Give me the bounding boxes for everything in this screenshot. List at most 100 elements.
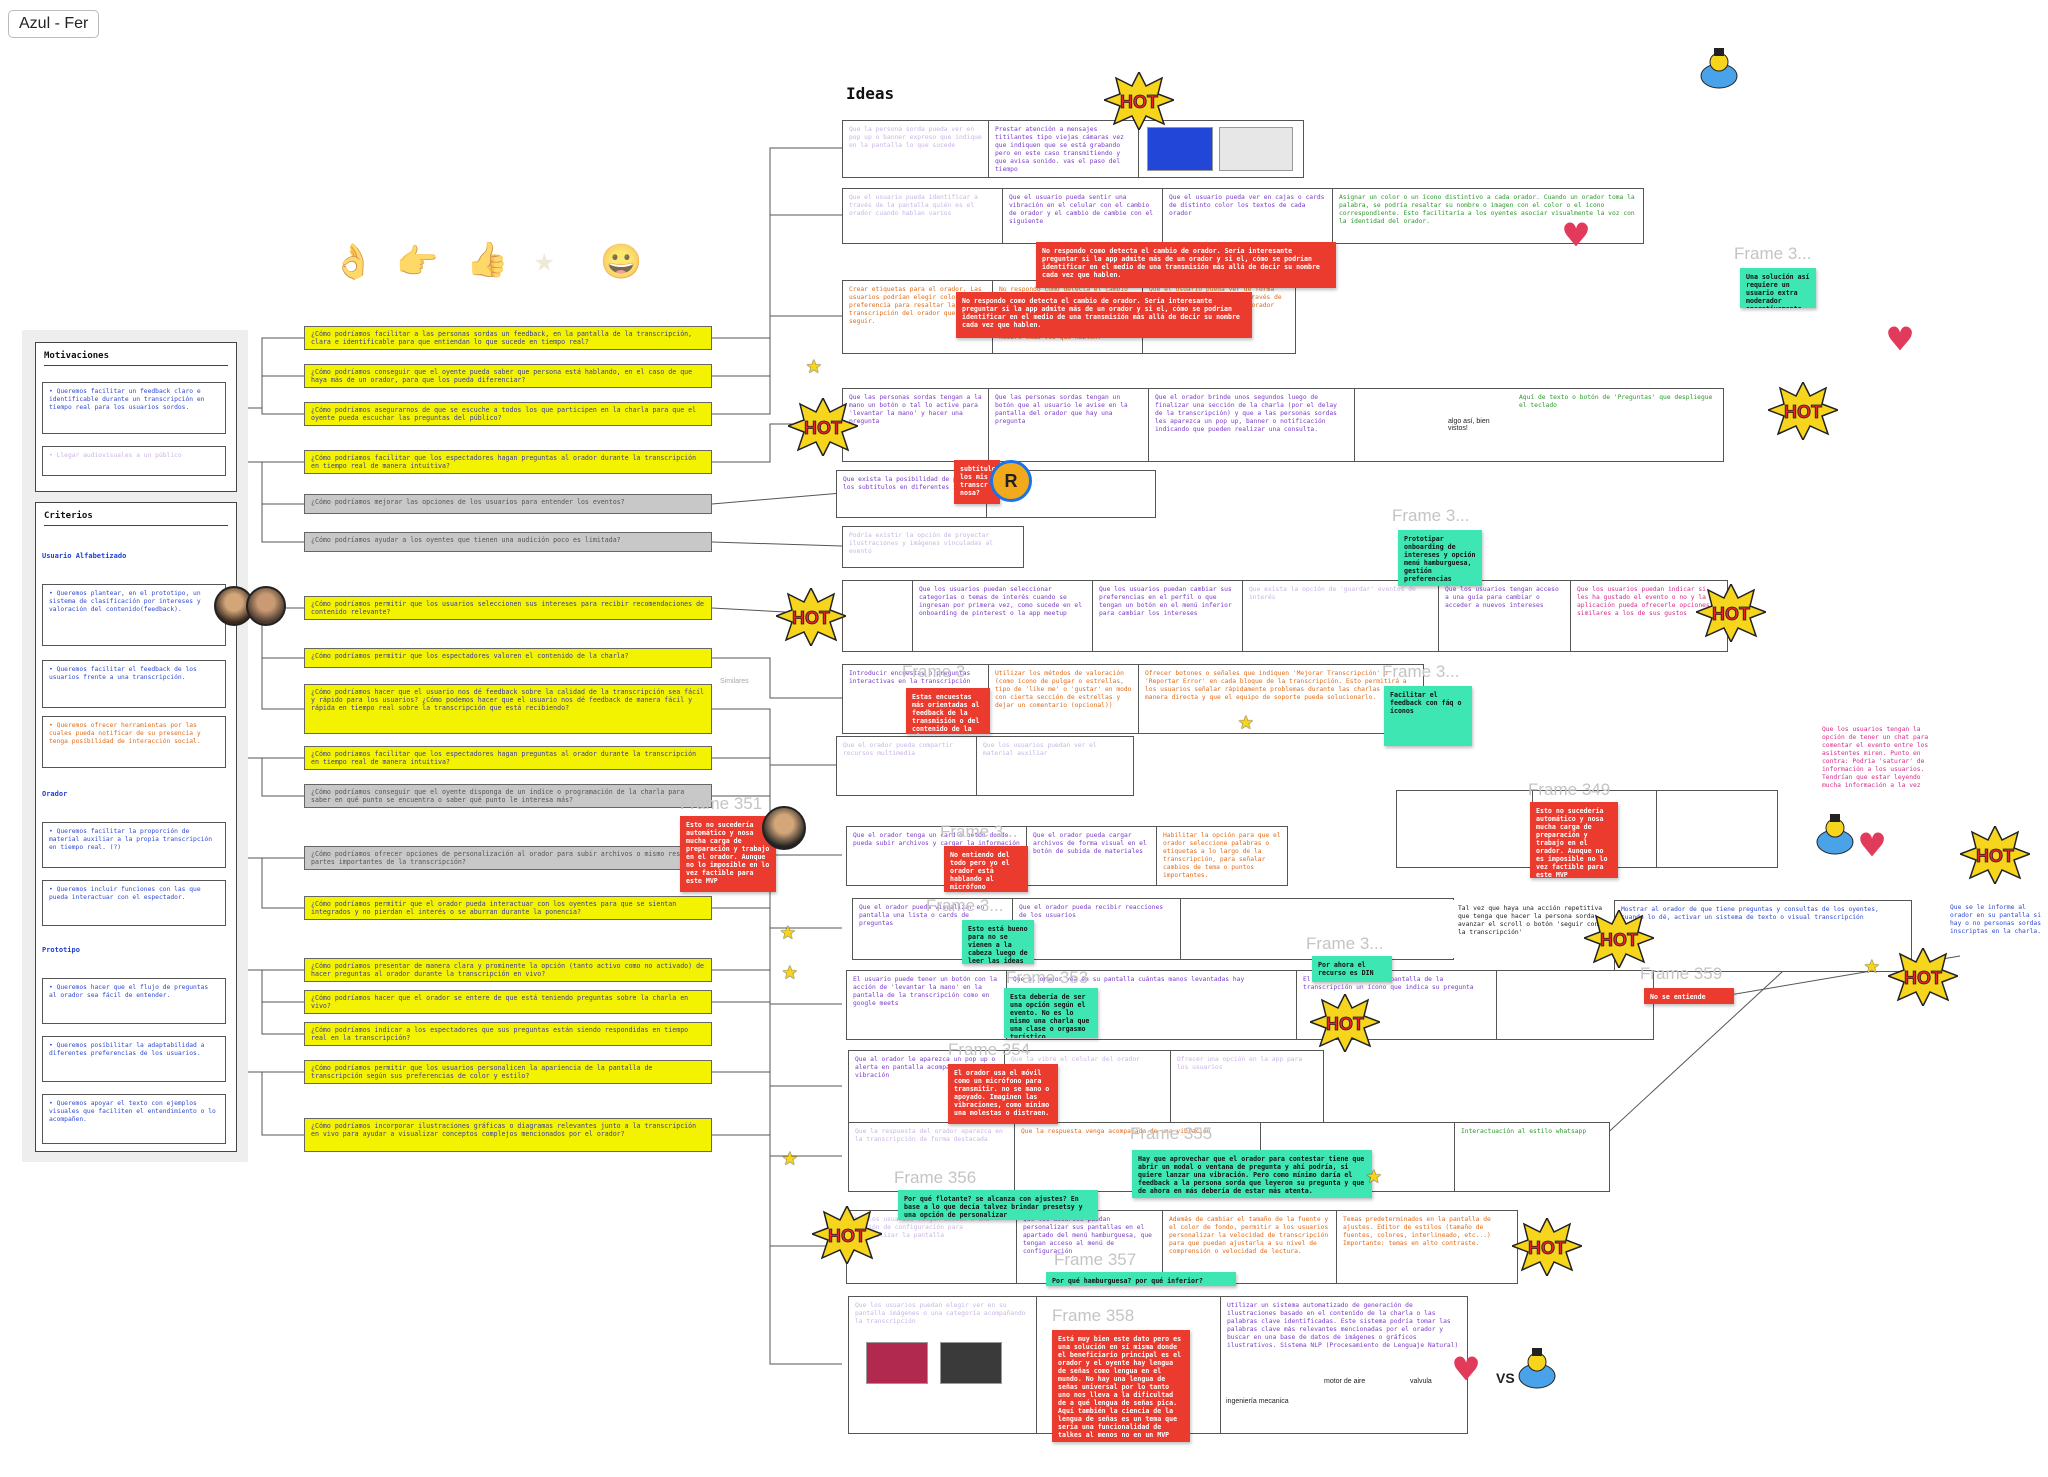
idea-card[interactable]: Que las personas sordas tengan un botón … bbox=[989, 389, 1149, 461]
feedback-sticky-note[interactable]: Prototipar onboarding de intereses y opc… bbox=[1398, 530, 1482, 586]
idea-card[interactable]: Que el usuario pueda sentir una vibració… bbox=[1003, 189, 1163, 243]
feedback-sticky-note[interactable]: Hay que aprovechar que el orador para co… bbox=[1132, 1150, 1372, 1198]
user-avatar[interactable] bbox=[246, 586, 286, 626]
hmw-question[interactable]: ¿Cómo podríamos hacer que el orador se e… bbox=[304, 990, 712, 1014]
feedback-sticky-note[interactable]: No entiendo del todo pero yo el orador e… bbox=[944, 846, 1028, 892]
vs-label: VS bbox=[1496, 1370, 1515, 1386]
idea-card[interactable]: Además de cambiar el tamaño de la fuente… bbox=[1163, 1211, 1337, 1283]
idea-card[interactable]: Que la respuesta del orador aparezca en … bbox=[849, 1123, 1015, 1191]
hmw-question[interactable]: ¿Cómo podríamos mejorar las opciones de … bbox=[304, 494, 712, 514]
frame-label: Frame 3... bbox=[1382, 662, 1460, 681]
user-avatar[interactable] bbox=[762, 806, 806, 850]
criterio-item: • Queremos plantear, en el prototipo, un… bbox=[42, 584, 226, 646]
feedback-sticky-note[interactable]: El orador usa el móvil como un micrófono… bbox=[948, 1064, 1058, 1124]
hmw-question[interactable]: ¿Cómo podríamos facilitar que los espect… bbox=[304, 746, 712, 770]
idea-card[interactable] bbox=[1397, 791, 1533, 867]
side-idea-text[interactable]: Que los usuarios tengan la opción de ten… bbox=[1822, 726, 1932, 806]
feedback-sticky-note[interactable]: Facilitar el feedback con fáq o íconos bbox=[1384, 686, 1472, 746]
feedback-sticky-note[interactable]: Por ahora el recurso es DIN bbox=[1312, 956, 1392, 982]
idea-card[interactable]: Utilizar un sistema automatizado de gene… bbox=[1227, 1302, 1459, 1349]
idea-row: Que al orador le aparezca un pop up o al… bbox=[848, 1050, 1324, 1124]
frame-label: Frame 3... bbox=[1392, 506, 1470, 525]
frame-label: Frame 349 bbox=[1528, 780, 1611, 799]
feedback-sticky-note[interactable]: No respondo como detecta el cambio de or… bbox=[1036, 242, 1336, 288]
frame-label: Frame 351 bbox=[680, 794, 763, 813]
criterio-item: • Queremos facilitar el feedback de los … bbox=[42, 660, 226, 708]
hmw-question[interactable]: ¿Cómo podríamos asegurarnos de que se es… bbox=[304, 402, 712, 426]
idea-card[interactable]: Que los usuarios puedan seleccionar cate… bbox=[913, 581, 1093, 651]
idea-card[interactable]: Que los usuarios puedan indicar si les h… bbox=[1577, 586, 1710, 617]
feedback-sticky-note[interactable]: Está muy bien este dato pero es una solu… bbox=[1052, 1330, 1190, 1442]
feedback-sticky-note[interactable]: No se entiende bbox=[1644, 988, 1734, 1004]
idea-card[interactable]: Que el orador pueda cargar archivos de f… bbox=[1027, 827, 1157, 885]
idea-card[interactable]: Utilizar los métodos de valoración (como… bbox=[989, 665, 1139, 733]
hmw-question[interactable]: ¿Cómo podríamos ayudar a los oyentes que… bbox=[304, 532, 712, 552]
idea-card[interactable]: Aquí de texto o botón de 'Preguntas' que… bbox=[1519, 394, 1713, 409]
idea-card[interactable]: Interactuación al estilo whatsapp bbox=[1461, 1128, 1587, 1135]
idea-card[interactable]: Que el orador pueda recibir reacciones d… bbox=[1013, 899, 1181, 959]
idea-card[interactable]: Prestar atención a mensajes titilantes t… bbox=[989, 121, 1139, 177]
idea-card[interactable]: Mostrar al orador de que tiene preguntas… bbox=[1621, 906, 1879, 921]
feedback-sticky-note[interactable]: Por qué flotante? se alcanza con ajustes… bbox=[898, 1190, 1098, 1220]
idea-card[interactable] bbox=[1497, 971, 1653, 1039]
idea-card[interactable]: Que los usuarios puedan ver el material … bbox=[983, 742, 1097, 757]
frame-label: Frame 356 bbox=[894, 1168, 977, 1187]
feedback-sticky-note[interactable]: Esta debería de ser una opción según el … bbox=[1004, 988, 1098, 1038]
idea-card[interactable]: Que los usuarios puedan cambiar sus pref… bbox=[1093, 581, 1243, 651]
idea-card[interactable]: Que el usuario pueda ver en cajas o card… bbox=[1163, 189, 1333, 243]
idea-card[interactable]: Habilitar la opción para que el orador s… bbox=[1163, 832, 1281, 879]
hmw-question[interactable]: ¿Cómo podríamos permitir que los especta… bbox=[304, 648, 712, 668]
frame-label: Frame 353 bbox=[1006, 968, 1089, 987]
hmw-question[interactable]: ¿Cómo podríamos facilitar a las personas… bbox=[304, 326, 712, 350]
hmw-question[interactable]: ¿Cómo podríamos conseguir que el oyente … bbox=[304, 784, 712, 808]
hmw-question[interactable]: ¿Cómo podríamos permitir que el orador p… bbox=[304, 896, 712, 920]
hot-sticker-icon: HOT bbox=[1512, 1218, 1582, 1276]
idea-card[interactable]: Que las personas sordas tengan a la mano… bbox=[843, 389, 989, 461]
idea-card[interactable]: Que el usuario pueda identificar a travé… bbox=[843, 189, 1003, 243]
feedback-sticky-note[interactable]: Esto no sucedería automático y nosa much… bbox=[1530, 802, 1618, 878]
hmw-question[interactable]: ¿Cómo podríamos presentar de manera clar… bbox=[304, 958, 712, 982]
idea-card[interactable]: Que la persona sorda pueda ver en pop up… bbox=[843, 121, 989, 177]
feedback-sticky-note[interactable]: Por qué hamburguesa? por qué inferior? bbox=[1046, 1272, 1236, 1286]
idea-card[interactable] bbox=[1533, 791, 1657, 867]
idea-card[interactable]: Tal vez que haya una acción repetitiva q… bbox=[1452, 900, 1614, 958]
idea-card[interactable] bbox=[1657, 791, 1777, 867]
idea-card[interactable]: Ofrecer una opción en la app para los us… bbox=[1177, 1056, 1303, 1071]
hot-sticker-icon: HOT bbox=[812, 1206, 882, 1264]
feedback-sticky-note[interactable]: subtítulos los mis transcr nosa? bbox=[954, 460, 1000, 504]
idea-card[interactable]: Que el orador pueda compartir recursos m… bbox=[837, 737, 977, 795]
feedback-sticky-note[interactable]: Esto está bueno para no se vienen a la c… bbox=[962, 920, 1034, 964]
feedback-sticky-note[interactable]: Estas encuestas más orientadas al feedba… bbox=[906, 688, 990, 734]
hmw-question[interactable]: ¿Cómo podríamos facilitar que los espect… bbox=[304, 450, 712, 474]
idea-row: Que los usuarios puedan seleccionar cate… bbox=[842, 580, 1728, 652]
idea-card[interactable]: Ofrecer botones o señales que indiquen '… bbox=[1145, 670, 1407, 701]
hmw-question[interactable]: ¿Cómo podríamos permitir que los usuario… bbox=[304, 596, 712, 620]
idea-card[interactable]: Que exista la opción de 'guardar' evento… bbox=[1243, 581, 1439, 651]
heart-sticker-icon: ♥ bbox=[1888, 317, 1913, 363]
idea-card[interactable]: Que los usuarios tengan acceso a una guí… bbox=[1439, 581, 1571, 651]
side-idea-text[interactable]: Que se le informe al orador en su pantal… bbox=[1950, 904, 2042, 954]
hmw-question[interactable]: ¿Cómo podríamos hacer que el usuario nos… bbox=[304, 684, 712, 734]
idea-card[interactable]: Asignar un color o un ícono distintivo a… bbox=[1339, 194, 1635, 225]
sketch-label: motor de aire bbox=[1324, 1378, 1366, 1385]
user-avatar-r[interactable]: R bbox=[990, 460, 1032, 502]
board-tab[interactable]: Azul - Fer bbox=[8, 10, 100, 38]
idea-card[interactable]: Temas predeterminados en la pantalla de … bbox=[1343, 1216, 1491, 1247]
hmw-question[interactable]: ¿Cómo podríamos incorporar ilustraciones… bbox=[304, 1118, 712, 1152]
hmw-question[interactable]: ¿Cómo podríamos indicar a los espectador… bbox=[304, 1022, 712, 1046]
idea-card[interactable]: Que el orador vea en su pantalla cuántas… bbox=[1007, 971, 1297, 1039]
idea-card[interactable]: Que los usuarios puedan elegir ver en su… bbox=[849, 1297, 1037, 1433]
idea-card[interactable]: Que la vibre el celular del orador bbox=[1005, 1051, 1171, 1123]
idea-card[interactable]: El usuario puede tener un botón con la a… bbox=[847, 971, 1007, 1039]
hmw-question[interactable]: ¿Cómo podríamos permitir que los usuario… bbox=[304, 1060, 712, 1084]
feedback-sticky-note[interactable]: Esto no sucedería automático y nosa much… bbox=[680, 816, 776, 892]
idea-card[interactable]: Podría existir la opción de proyectar il… bbox=[849, 532, 994, 555]
feedback-sticky-note[interactable]: Una solución así requiere un usuario ext… bbox=[1740, 268, 1816, 308]
reaction-emoji-icon: 👉 bbox=[396, 242, 439, 282]
hmw-question[interactable]: ¿Cómo podríamos conseguir que el oyente … bbox=[304, 364, 712, 388]
idea-card[interactable]: Que el orador brinde unos segundos luego… bbox=[1149, 389, 1355, 461]
feedback-sticky-note[interactable]: No respondo como detecta el cambio de or… bbox=[956, 292, 1252, 338]
hmw-question[interactable]: ¿Cómo podríamos ofrecer opciones de pers… bbox=[304, 846, 712, 870]
criterio-item: • Queremos facilitar la proporción de ma… bbox=[42, 822, 226, 868]
